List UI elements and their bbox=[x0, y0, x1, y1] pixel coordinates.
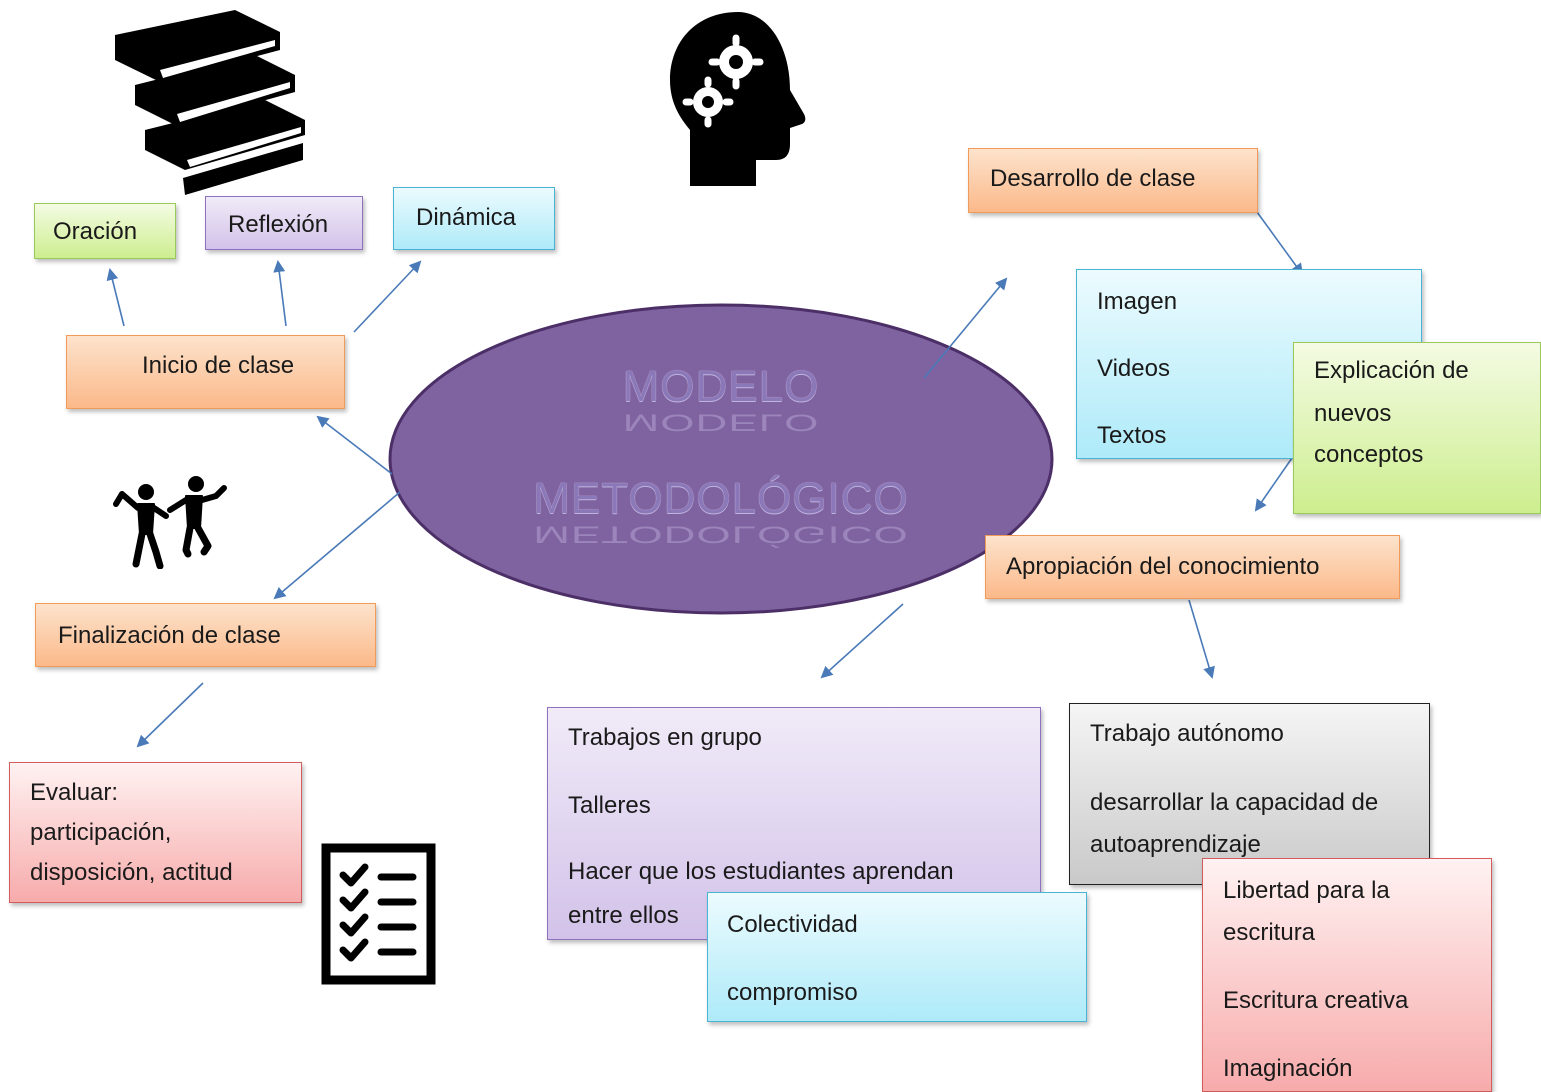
books-icon bbox=[115, 10, 305, 195]
grupo-line-4: entre ellos bbox=[568, 902, 679, 929]
arrow-center-finalizacion bbox=[273, 491, 401, 600]
media-line-1: Imagen bbox=[1097, 288, 1178, 315]
evaluar-box: Evaluar: participación, disposición, act… bbox=[9, 762, 302, 903]
evaluar-line-3: disposición, actitud bbox=[30, 859, 233, 886]
desarrollo-box: Desarrollo de clase bbox=[968, 148, 1258, 213]
apropiacion-box: Apropiación del conocimiento bbox=[985, 535, 1400, 599]
arrow-finalizacion-evaluar bbox=[136, 682, 204, 748]
escritura-line-4: Imaginación bbox=[1223, 1055, 1353, 1082]
explicacion-line-3: conceptos bbox=[1314, 441, 1424, 468]
oracion-box: Oración bbox=[34, 203, 176, 259]
arrow-inicio-oracion bbox=[106, 268, 125, 327]
media-line-2: Videos bbox=[1097, 355, 1170, 382]
media-line-3: Textos bbox=[1097, 422, 1167, 449]
center-ellipse bbox=[388, 303, 1054, 615]
colectividad-line-2: compromiso bbox=[727, 979, 858, 1006]
explicacion-line-1: Explicación de bbox=[1314, 357, 1469, 384]
evaluar-line-2: participación, bbox=[30, 819, 172, 846]
arrow-desarrollo-media bbox=[1256, 211, 1304, 276]
colectividad-box: Colectividad compromiso bbox=[707, 892, 1087, 1022]
dancing-people-icon bbox=[113, 476, 227, 569]
arrow-inicio-reflexion bbox=[273, 260, 287, 327]
reflexion-box: Reflexión bbox=[205, 196, 363, 250]
inicio-box: Inicio de clase bbox=[66, 335, 345, 409]
escritura-line-3: Escritura creativa bbox=[1223, 987, 1409, 1014]
center-title-line1: MODELO bbox=[622, 362, 820, 411]
escritura-line-1: Libertad para la bbox=[1223, 877, 1390, 904]
evaluar-line-1: Evaluar: bbox=[30, 779, 119, 806]
autonomo-line-1: Trabajo autónomo bbox=[1090, 720, 1284, 747]
grupo-line-1: Trabajos en grupo bbox=[568, 724, 762, 751]
autonomo-line-3: autoaprendizaje bbox=[1090, 831, 1261, 858]
inicio-label: Inicio de clase bbox=[142, 352, 295, 379]
explicacion-line-2: nuevos bbox=[1314, 400, 1392, 427]
center-title-line1-reflection: MODELO bbox=[622, 409, 820, 436]
finalizacion-box: Finalización de clase bbox=[35, 603, 376, 667]
finalizacion-label: Finalización de clase bbox=[58, 622, 281, 649]
head-gears-icon bbox=[670, 12, 806, 186]
center-title-line2: METODOLÓGICO bbox=[533, 474, 909, 523]
autonomo-line-2: desarrollar la capacidad de bbox=[1090, 789, 1379, 816]
grupo-line-3: Hacer que los estudiantes aprendan bbox=[568, 858, 954, 885]
checklist-icon bbox=[321, 843, 436, 985]
desarrollo-label: Desarrollo de clase bbox=[990, 165, 1196, 192]
arrow-center-desarrollo bbox=[923, 277, 1008, 379]
dinamica-label: Dinámica bbox=[416, 204, 517, 231]
arrow-media-apropiacion bbox=[1254, 457, 1293, 512]
dinamica-box: Dinámica bbox=[393, 187, 555, 250]
arrow-center-inicio bbox=[316, 415, 393, 475]
grupo-line-2: Talleres bbox=[568, 792, 651, 819]
colectividad-line-1: Colectividad bbox=[727, 911, 858, 938]
explicacion-box: Explicación de nuevos conceptos bbox=[1293, 342, 1541, 514]
arrow-apropiacion-autonomo bbox=[1188, 599, 1215, 679]
oracion-label: Oración bbox=[53, 218, 138, 245]
apropiacion-label: Apropiación del conocimiento bbox=[1006, 553, 1320, 580]
escritura-box: Libertad para la escritura Escritura cre… bbox=[1202, 858, 1492, 1092]
center-title-line2-reflection: METODOLÓGICO bbox=[533, 521, 909, 548]
arrow-center-grupo bbox=[820, 603, 904, 679]
autonomo-box: Trabajo autónomo desarrollar la capacida… bbox=[1069, 703, 1430, 885]
arrow-inicio-dinamica bbox=[353, 260, 422, 333]
escritura-line-2: escritura bbox=[1223, 919, 1316, 946]
reflexion-label: Reflexión bbox=[228, 211, 329, 238]
